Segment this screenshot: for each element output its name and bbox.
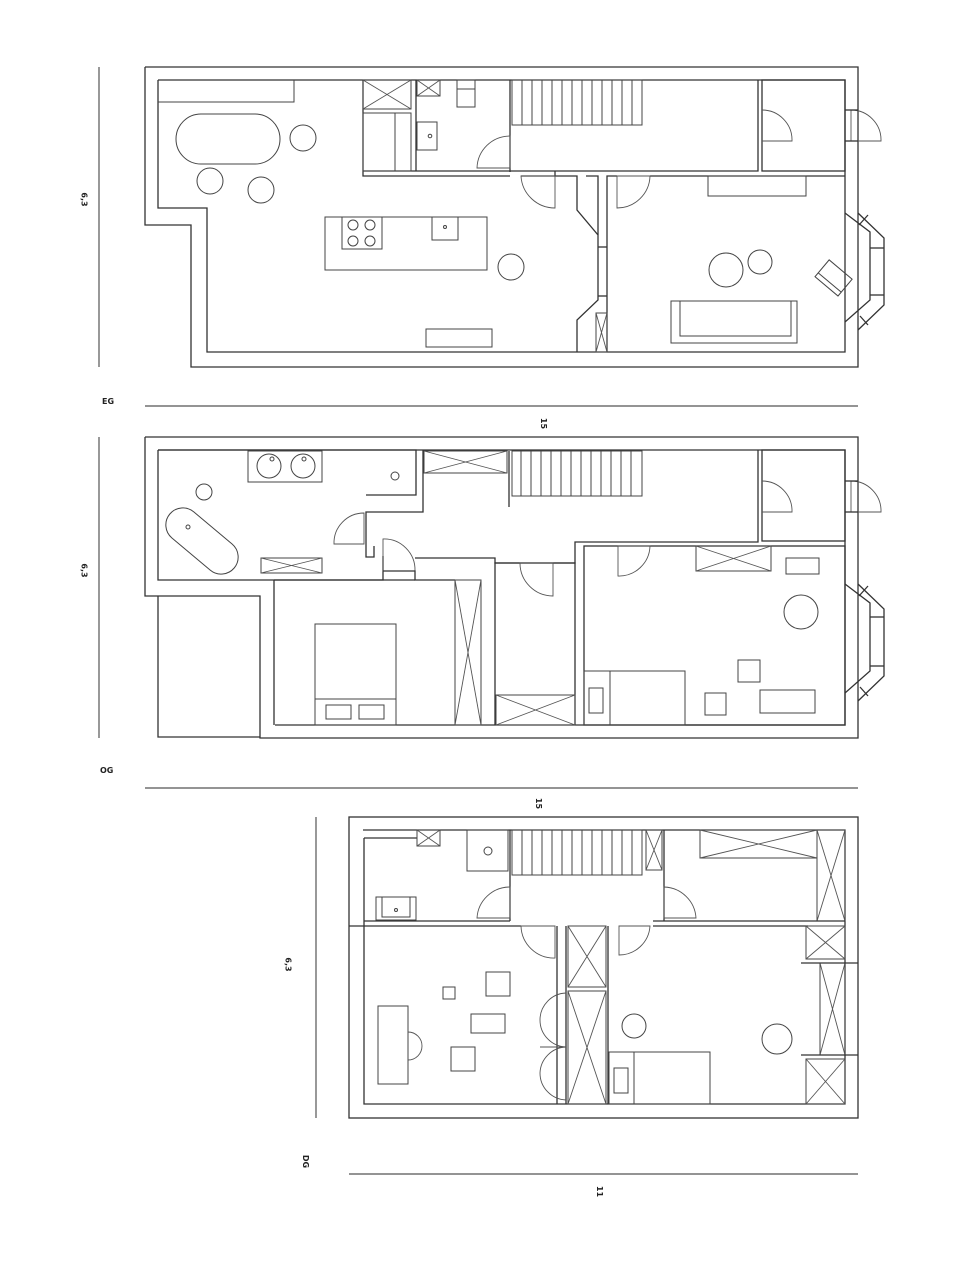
stair-treads — [521, 80, 633, 125]
floor-plan-og — [144, 436, 885, 739]
og-width-dimension: 15 — [534, 797, 544, 810]
dg-width-dimension: 11 — [595, 1185, 605, 1198]
dimension-lines — [98, 67, 858, 1175]
eg-width-dimension: 15 — [539, 417, 549, 430]
og-height-dimension: 6,3 — [79, 563, 89, 578]
eg-floor-label: EG — [102, 397, 115, 406]
stair-treads — [521, 830, 633, 875]
floor-plan-dg — [348, 816, 859, 1119]
dg-height-dimension: 6,3 — [283, 957, 293, 972]
og-floor-label: OG — [100, 766, 114, 775]
eg-height-dimension: 6,3 — [79, 192, 89, 207]
dg-floor-label: DG — [301, 1154, 311, 1169]
stair-treads — [520, 451, 632, 496]
floor-plan-eg — [144, 66, 885, 368]
